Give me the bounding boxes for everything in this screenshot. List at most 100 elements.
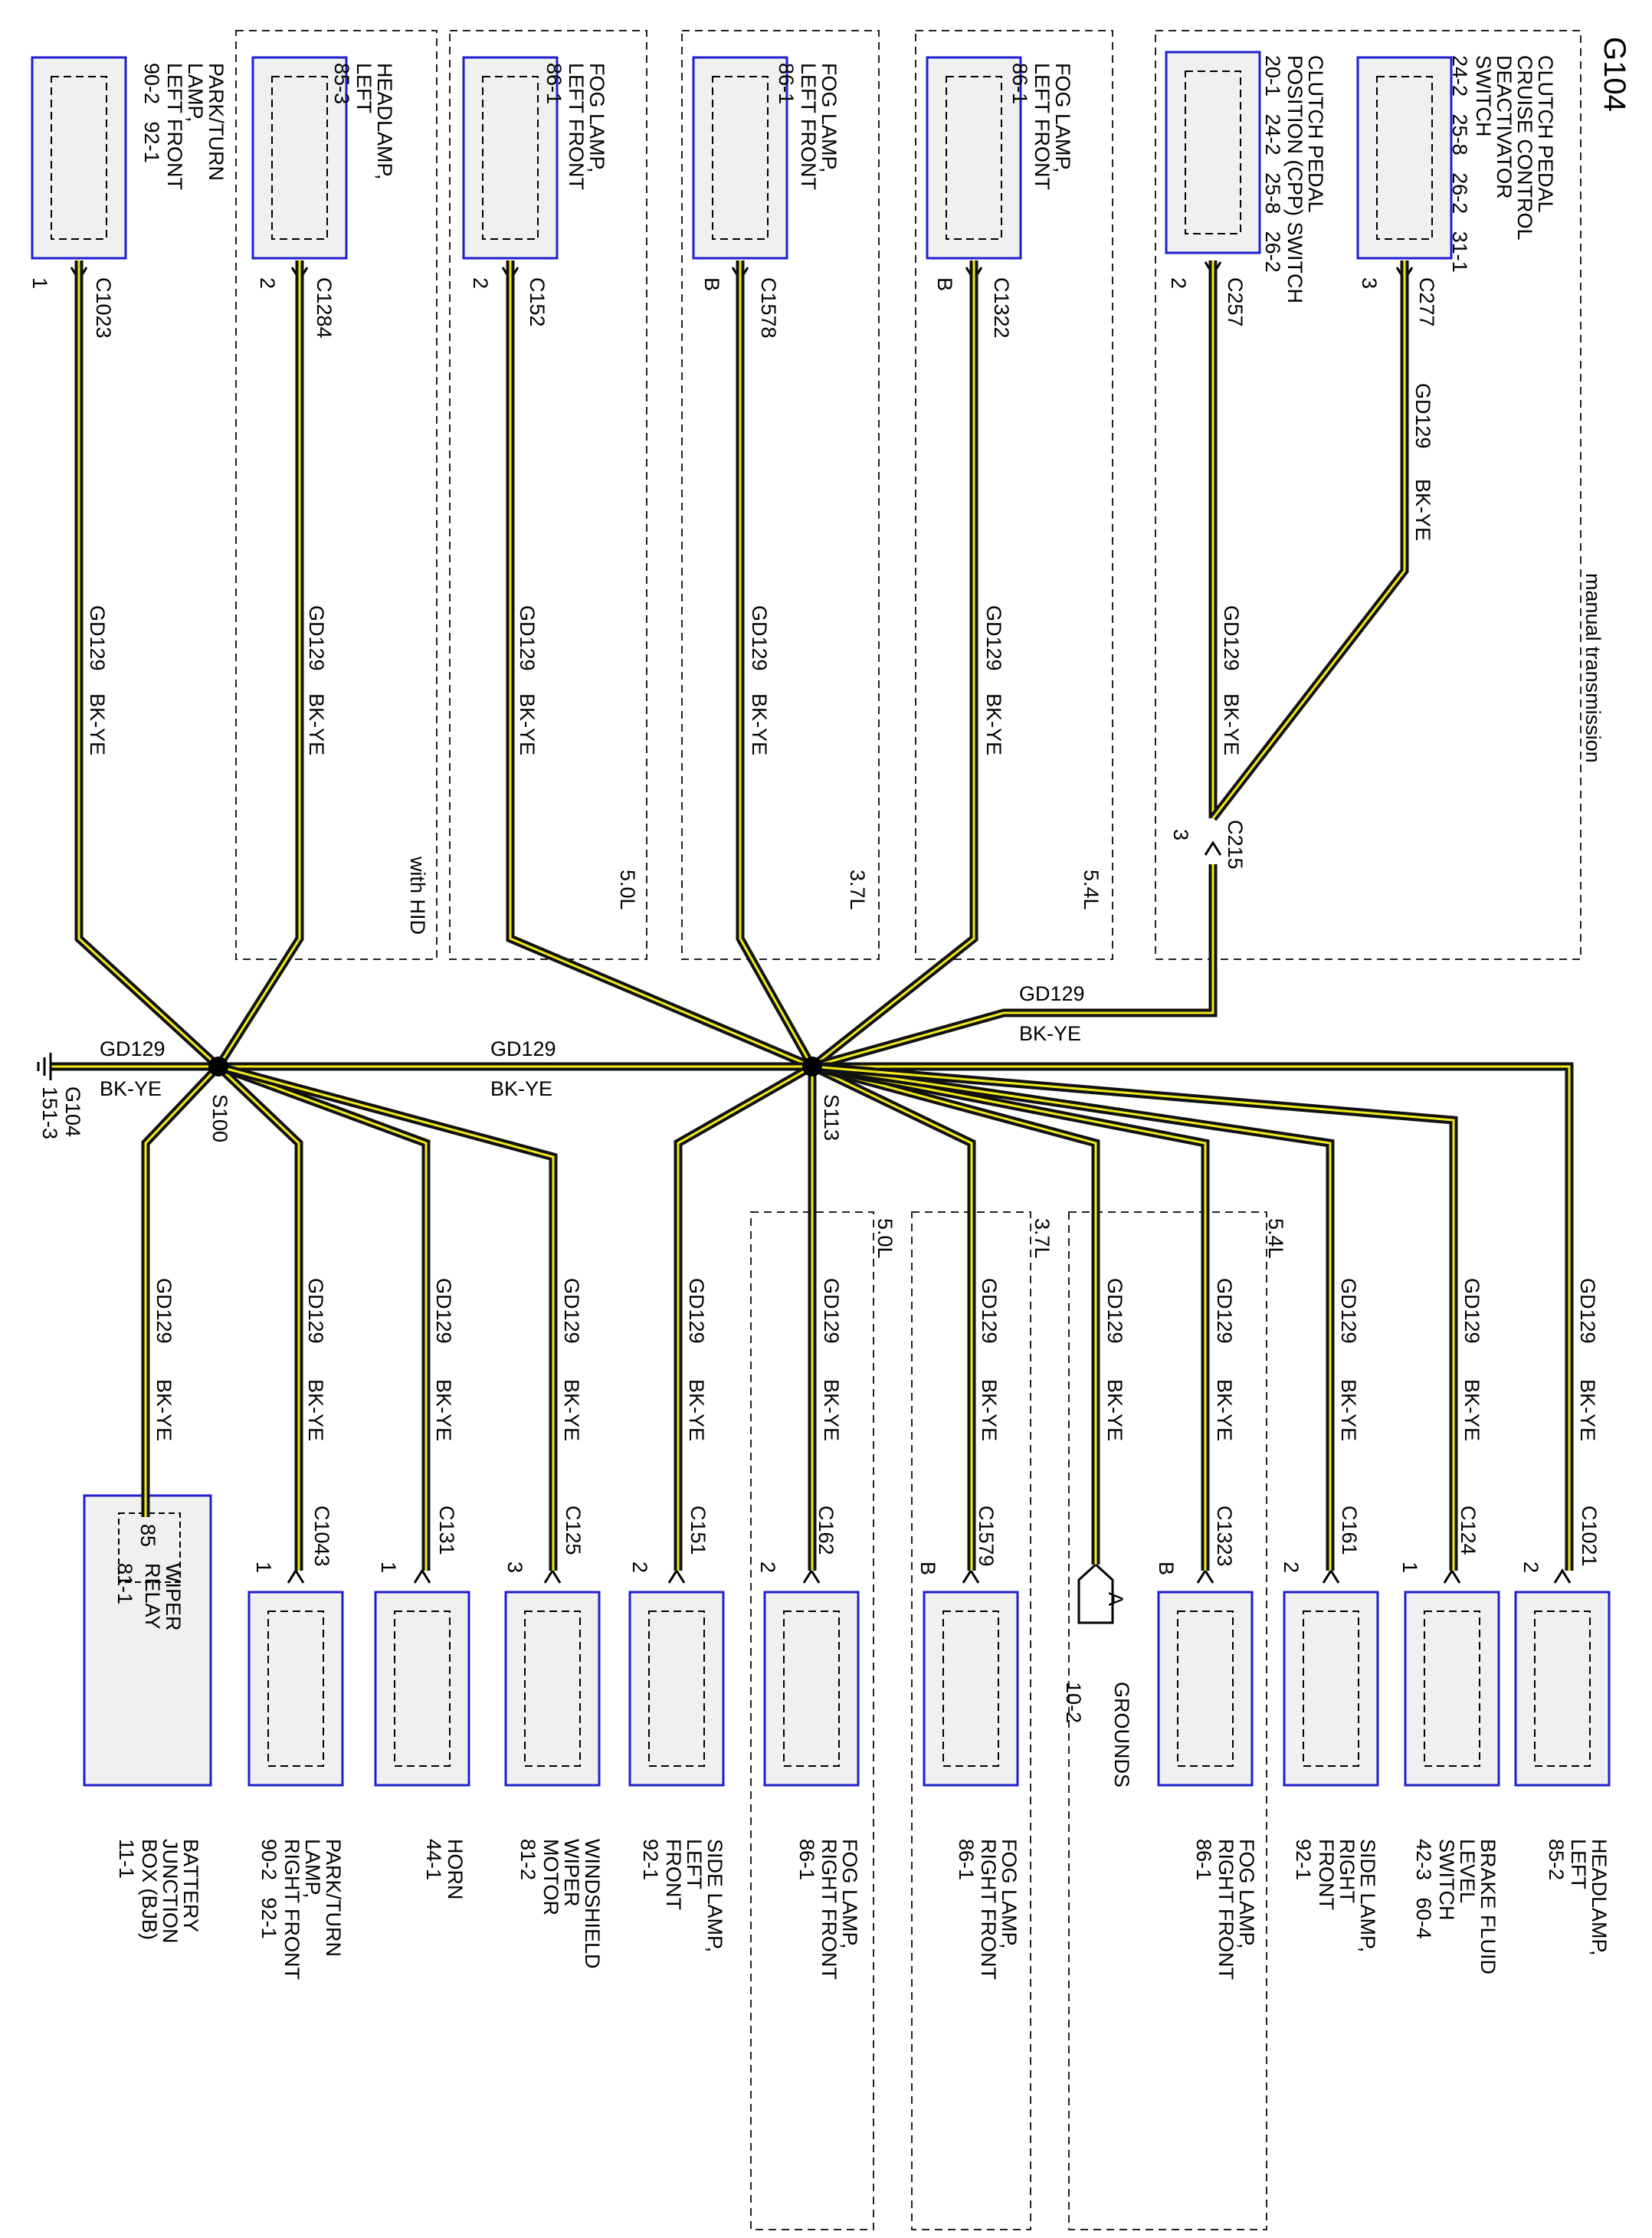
wire-color-label: BK-YE [152,1379,175,1441]
bottom-component-pages: 86-1 [1192,1839,1215,1881]
connector-arrow [667,1568,686,1584]
pin-number: 2 [1167,277,1190,290]
connector-label: C1023 [92,277,115,339]
bottom-component-box-inner [394,1611,451,1767]
top-component-name: FOG LAMP, LEFT FRONT [1031,63,1074,191]
wire-color-label: BK-YE [748,693,771,755]
connector-label: C1323 [1213,1506,1236,1567]
pin-number: 1 [28,277,51,290]
top-component-name: PARK/TURN LAMP, LEFT FRONT [163,63,228,191]
pin-number: B [916,1561,939,1576]
top-component-box-inner [51,76,107,240]
ground-label: G104 [61,1086,84,1138]
bottom-component-name: HEADLAMP, LEFT [1567,1839,1611,1956]
region-note-3-7l-bottom: 3.7L [1031,1218,1054,1259]
bottom-component-box [1157,1591,1254,1787]
region-frame-with-hid [235,30,438,960]
diagram-title: G104 [1598,37,1631,112]
connector-arrow [1322,1568,1340,1584]
connector-arrow [1196,1568,1214,1584]
region-frame-manual-transmission [1155,30,1582,960]
wire-circuit-label: GD129 [516,605,539,671]
pin-number: 3 [503,1561,526,1574]
wire-gd129-stripe [1211,260,1406,819]
splice-label-s100: S100 [208,1094,231,1143]
wire-color-label: BK-YE [1103,1379,1126,1441]
bottom-component-pages: 90-2 92-1 [257,1839,280,1939]
bottom-component-name: SIDE LAMP, RIGHT FRONT [1315,1839,1379,1953]
wire-gd129-stripe [677,1065,813,1571]
connector-arrow [287,1568,305,1584]
connector-label: C1579 [975,1506,998,1567]
bottom-component-box-inner [783,1611,840,1767]
region-frame-3-7l [681,30,880,960]
wire-color-label: BK-YE [305,693,328,755]
bottom-component-box-inner [1424,1611,1480,1767]
wire-color-label: BK-YE [86,693,109,755]
wire-gd129-stripe [144,1065,220,1517]
region-note-5-0l-bottom: 5.0L [874,1218,896,1259]
ground-connector-a [1077,1562,1114,1624]
bottom-component-name: BRAKE FLUID LEVEL SWITCH [1435,1839,1500,1975]
wire-circuit-label: GD129 [978,1278,1001,1344]
wire-gd129-stripe [812,1065,1571,1571]
bottom-component-box [504,1591,601,1787]
pin-number: 3 [1358,277,1381,290]
wire-color-label: BK-YE [304,1379,327,1441]
region-note-3-7l: 3.7L [846,870,869,910]
bottom-component-pages: 10-2 [1062,1682,1085,1724]
wire-gd129 [217,1062,558,1571]
bottom-component-box [763,1591,860,1787]
connector-label: C151 [687,1506,710,1555]
region-frame-5-4l-bottom [1068,1211,1267,2230]
wire-circuit-label: GD129 [152,1278,175,1344]
region-frame-5-4l [915,30,1113,960]
wire-circuit-label: GD129 [86,605,109,671]
wire-circuit-label: GD129 [1460,1278,1483,1344]
wire-gd129 [215,260,304,1069]
wire-gd129-stripe [217,1065,300,1571]
pin-number: 2 [1519,1561,1542,1574]
pin-number: B [1155,1561,1178,1576]
region-note-5-4l: 5.4L [1080,870,1103,910]
connector-label: C131 [435,1506,458,1555]
bottom-component-box [1514,1591,1611,1787]
wire-circuit-label: GD129 [560,1278,583,1344]
wire-circuit-label: GD129 [305,605,328,671]
top-component-box-inner [271,76,328,240]
connector-label: C124 [1457,1506,1480,1555]
region-note-with-hid: with HID [406,857,429,936]
wire-color-label: BK-YE [978,1379,1001,1441]
wire-circuit-label: GD129 [1220,605,1243,671]
connector-label: C162 [815,1506,837,1555]
pin-number: 2 [756,1561,779,1574]
bottom-component-box-inner [1177,1611,1234,1767]
wire-circuit-label: GD129 [1213,1278,1236,1344]
bottom-component-box [247,1591,344,1787]
wire-gd129-stripe [811,1065,1097,1565]
bottom-component-name: BATTERY JUNCTION BOX (BJB) [138,1839,202,1944]
bottom-component-name: FOG LAMP, RIGHT FRONT [1214,1839,1258,1980]
connector-label: C257 [1224,277,1247,327]
connector-label: C1043 [310,1506,333,1567]
top-component-name: FOG LAMP, LEFT FRONT [565,63,608,191]
wire-color-label: BK-YE [1337,1379,1360,1441]
connector-label: C277 [1415,277,1438,327]
wire-gd129-stripe [811,1065,1207,1571]
top-component-box-inner [1376,76,1433,240]
connector-label: C152 [526,277,549,327]
bottom-component-box-inner [524,1611,581,1767]
wire-gd129-stripe [811,1065,1455,1571]
wire-circuit-label: GD129 [820,1278,843,1344]
connector-label: C125 [562,1506,585,1555]
connector-arrow [543,1568,562,1584]
wire-gd129 [811,1062,1335,1571]
splice-dot-s100 [208,1057,228,1076]
wire-gd129-stripe [218,1065,428,1571]
wire-color-label: BK-YE [432,1379,455,1441]
wire-circuit-label: GD129 [1019,982,1085,1005]
region-note-manual-transmission: manual transmission [1582,573,1604,763]
wire-gd129 [809,260,978,1070]
bottom-component-pages: 11-1 [115,1839,138,1879]
bottom-component-pages: 92-1 [1292,1839,1315,1881]
